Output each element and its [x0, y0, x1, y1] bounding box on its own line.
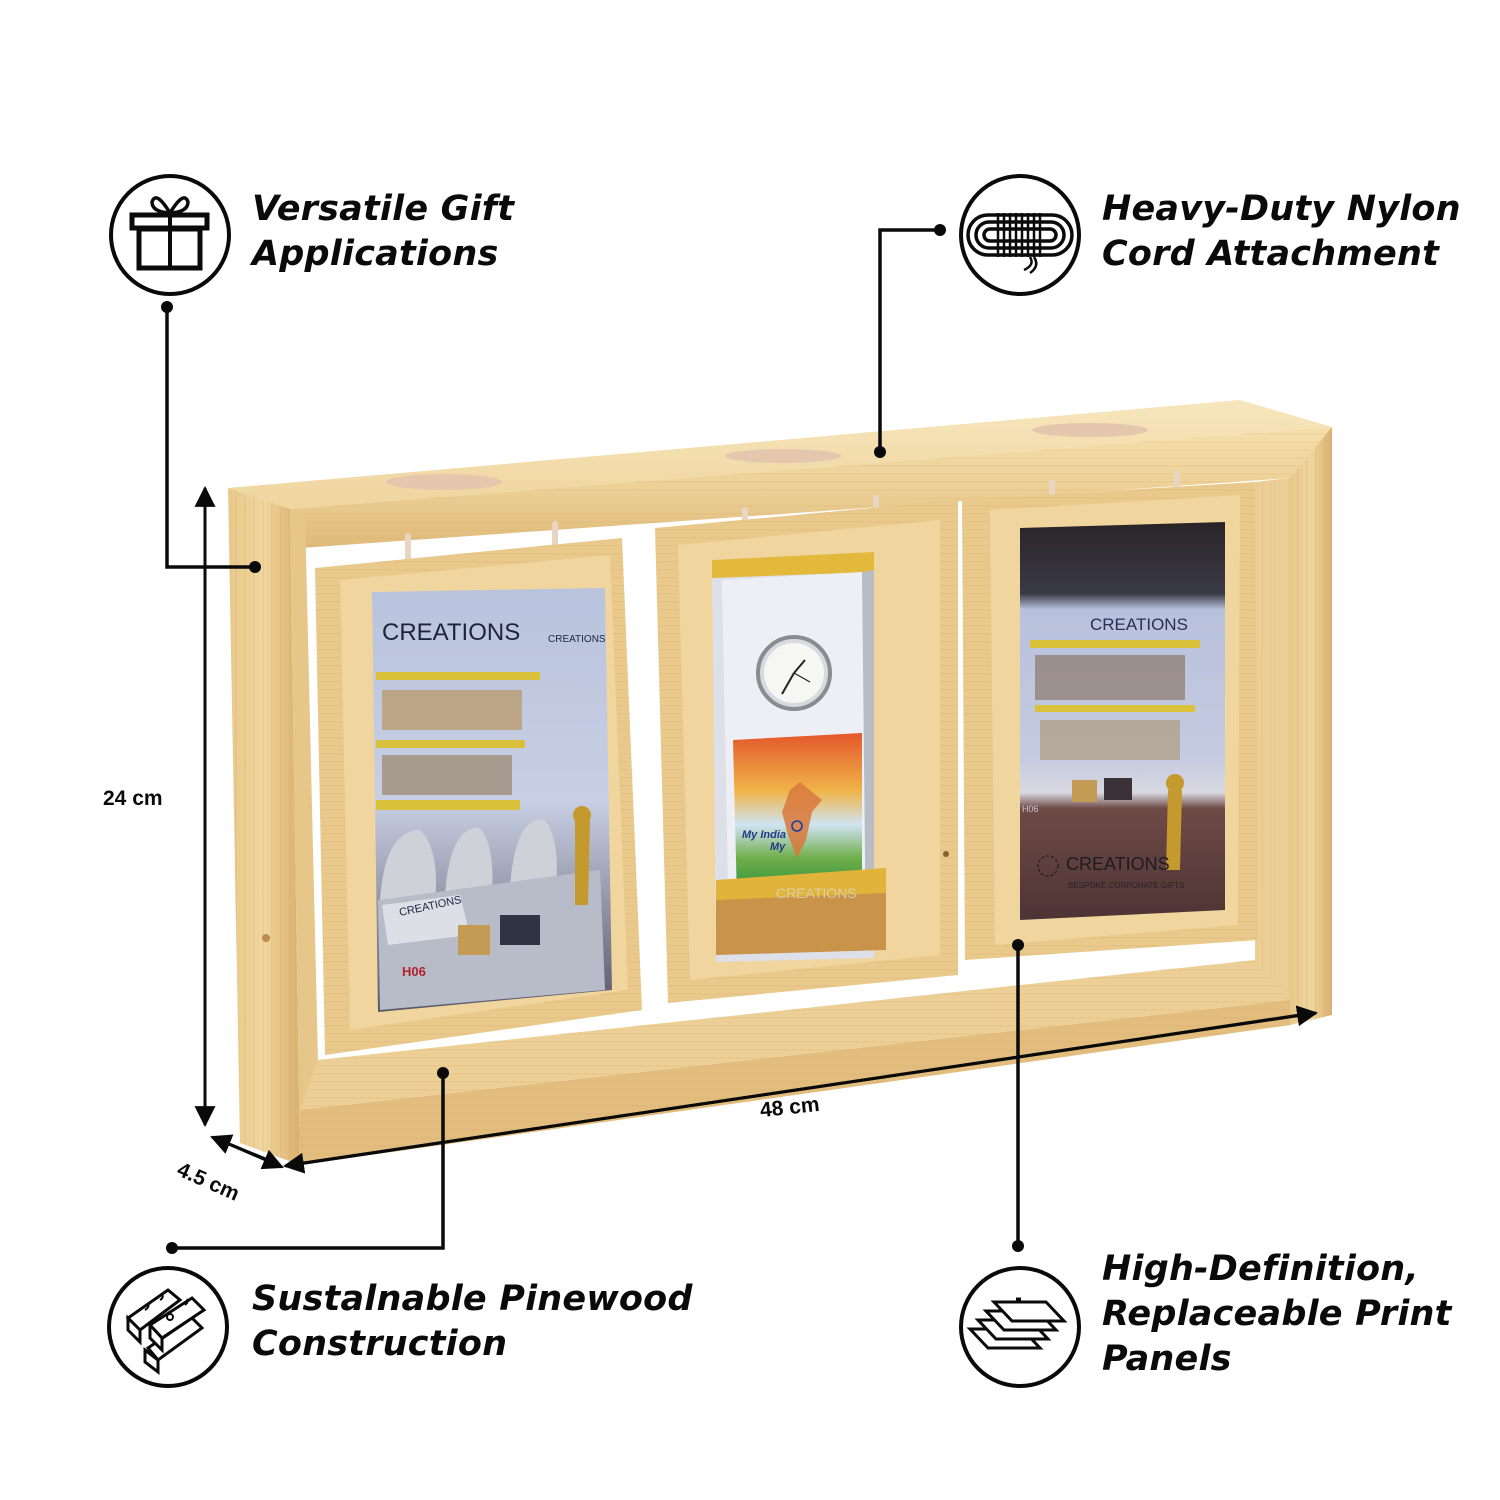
rope-coil-icon	[959, 174, 1081, 296]
right-photo-stall: H06	[1022, 804, 1039, 814]
feature-wood-line-2: Construction	[252, 1324, 508, 1364]
feature-panels-line-3: Panels	[1102, 1339, 1232, 1379]
cord-recess-right	[1032, 423, 1148, 437]
leader-lines	[165, 228, 1020, 1250]
feature-gift-line-1: Versatile Gift	[252, 189, 515, 229]
feature-wood-label: Sustalnable Pinewood Construction	[252, 1277, 693, 1367]
left-photo-brand-small: CREATIONS	[548, 634, 606, 645]
outer-frame	[228, 400, 1332, 1165]
left-post-front	[290, 509, 318, 1165]
feature-panels-line-2: Replaceable Print	[1102, 1294, 1452, 1334]
gift-icon	[109, 174, 231, 296]
leader-dots	[161, 224, 1024, 1254]
right-photo-brand-top: CREATIONS	[1090, 615, 1188, 634]
feature-panels-label: High-Definition, Replaceable Print Panel…	[1102, 1247, 1452, 1382]
stacked-layers-icon	[959, 1266, 1081, 1388]
wood-planks-icon	[107, 1266, 229, 1388]
photo-panel-left: CREATIONS CREATIONS CREATIONS H06	[315, 538, 642, 1055]
feature-panels-line-1: High-Definition,	[1102, 1249, 1419, 1289]
dimension-arrows	[194, 485, 1319, 1174]
left-photo-stall: H06	[402, 964, 426, 979]
photo-panel-center: My India My CREATIONS	[655, 500, 958, 1003]
leader-wood	[172, 1073, 445, 1250]
center-photo-caption-2: My	[770, 841, 786, 853]
feature-wood-line-1: Sustalnable Pinewood	[252, 1279, 693, 1319]
center-photo-caption-1: My India	[742, 829, 786, 841]
right-photo-tag: BESPOKE CORPORATE GIFTS	[1068, 881, 1184, 890]
leader-cord	[878, 228, 940, 452]
photo-panel-right: CREATIONS CREATIONS BESPOKE CORPORATE GI…	[943, 482, 1258, 960]
cord-recess-center	[725, 449, 841, 463]
height-dimension-label: 24 cm	[103, 787, 163, 810]
feature-cord-line-1: Heavy-Duty Nylon	[1102, 189, 1461, 229]
feature-cord-label: Heavy-Duty Nylon Cord Attachment	[1102, 187, 1461, 277]
center-photo-watermark: CREATIONS	[776, 885, 857, 901]
right-photo-brand: CREATIONS	[1066, 854, 1170, 874]
cord-recess-left	[386, 474, 502, 490]
leader-gift	[165, 307, 255, 569]
feature-gift-line-2: Applications	[252, 234, 499, 274]
feature-gift-label: Versatile Gift Applications	[252, 187, 514, 277]
feature-cord-line-2: Cord Attachment	[1102, 234, 1440, 274]
left-photo-brand: CREATIONS	[382, 619, 520, 646]
